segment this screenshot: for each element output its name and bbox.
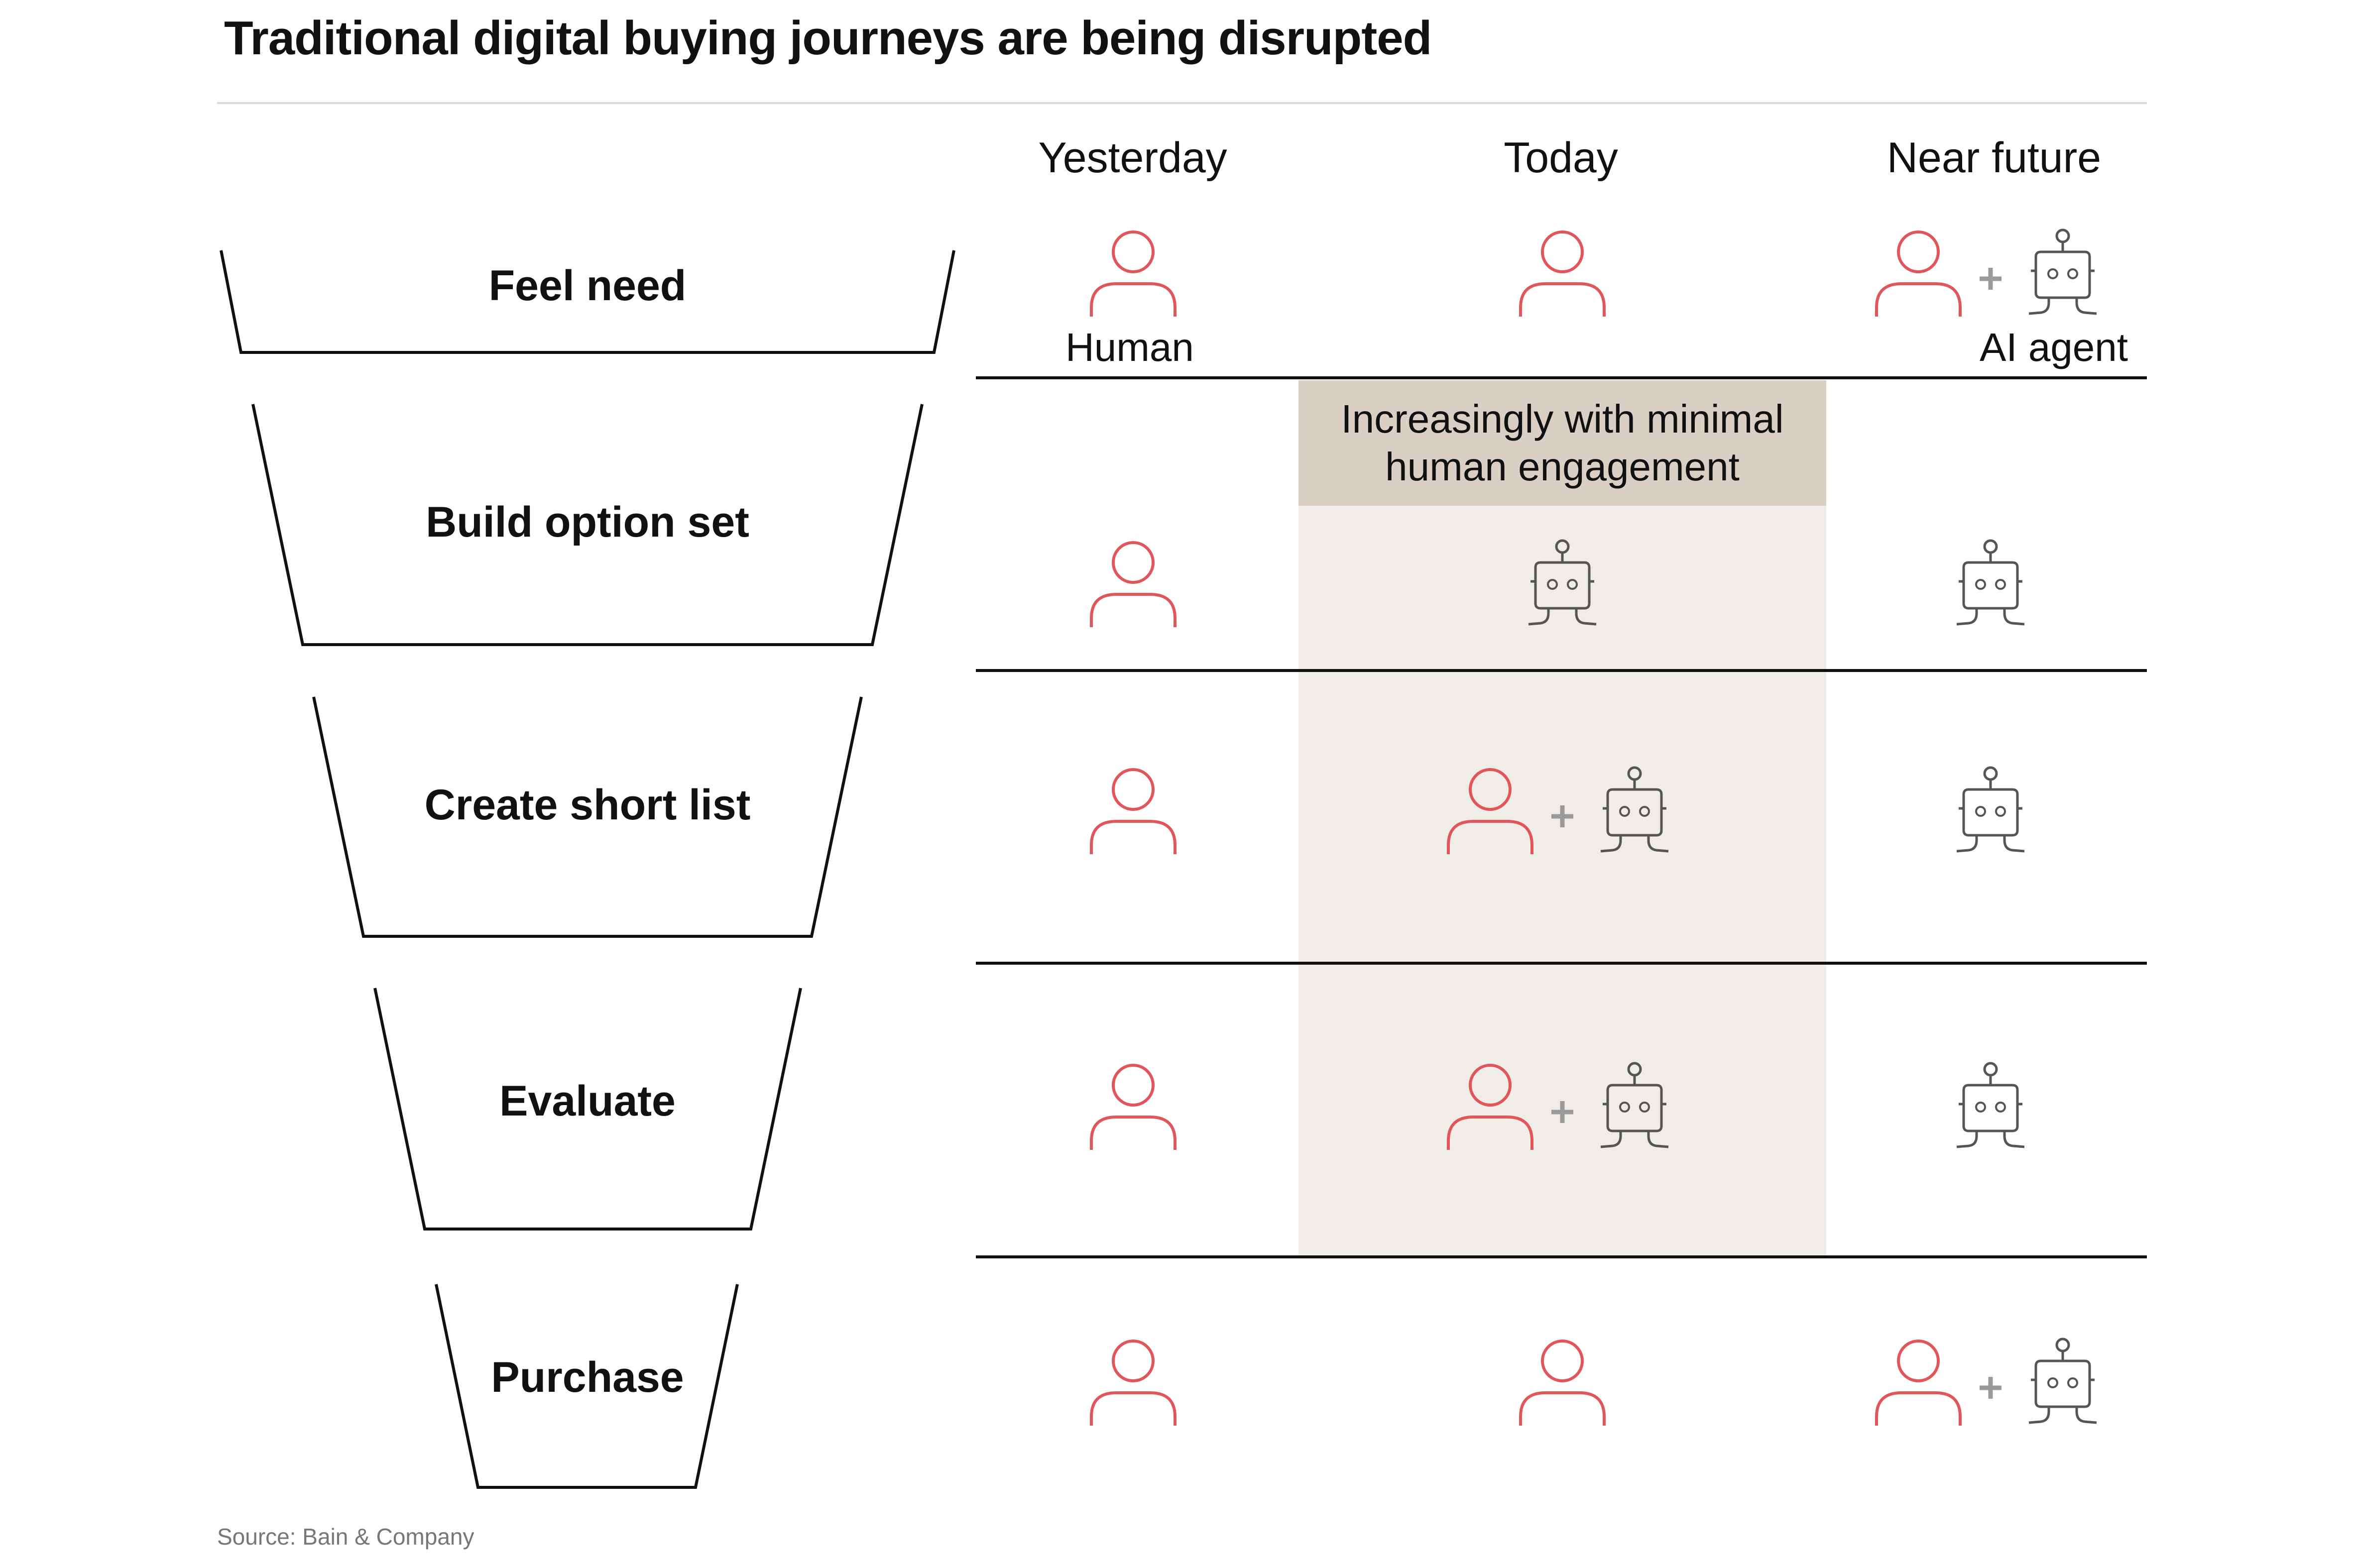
robot-icon bbox=[2024, 228, 2102, 320]
page-title: Traditional digital buying journeys are … bbox=[224, 11, 1432, 65]
person-icon bbox=[1088, 1061, 1178, 1153]
robot-icon bbox=[2024, 1337, 2102, 1429]
funnel-stage-outline bbox=[435, 1284, 739, 1489]
plus-icon bbox=[1547, 1097, 1577, 1129]
source-note: Source: Bain & Company bbox=[217, 1524, 474, 1550]
person-icon bbox=[1445, 766, 1535, 858]
plus-icon bbox=[1976, 264, 2005, 296]
funnel-stage-outline bbox=[373, 988, 802, 1231]
stage-feel-need: Feel need bbox=[488, 262, 687, 310]
robot-icon bbox=[1952, 539, 2029, 631]
person-icon bbox=[1518, 1337, 1607, 1429]
person-icon bbox=[1088, 1337, 1178, 1429]
robot-icon bbox=[1952, 766, 2029, 858]
funnel-stage-outline bbox=[251, 404, 924, 646]
person-icon bbox=[1088, 766, 1178, 858]
funnel-stage-outline bbox=[220, 250, 955, 354]
stage-build-option-set: Build option set bbox=[426, 498, 749, 546]
robot-icon bbox=[1952, 1061, 2029, 1153]
stage-purchase: Purchase bbox=[491, 1353, 684, 1401]
funnel bbox=[220, 250, 955, 1489]
row-divider bbox=[976, 1255, 2147, 1258]
person-icon bbox=[1088, 228, 1178, 320]
row-divider bbox=[976, 962, 2147, 965]
column-header-today: Today bbox=[1504, 134, 1618, 182]
robot-icon bbox=[1596, 766, 1673, 858]
person-icon bbox=[1874, 228, 1963, 320]
person-icon bbox=[1445, 1061, 1535, 1153]
robot-icon bbox=[1524, 539, 1601, 631]
column-header-yesterday: Yesterday bbox=[1038, 134, 1227, 182]
robot-icon bbox=[1596, 1061, 1673, 1153]
plus-icon bbox=[1547, 801, 1577, 834]
legend-human-label: Human bbox=[1065, 325, 1194, 369]
person-icon bbox=[1088, 539, 1178, 631]
plus-icon bbox=[1976, 1373, 2005, 1405]
title-divider bbox=[217, 102, 2147, 104]
row-divider bbox=[976, 669, 2147, 672]
callout-box: Increasingly with minimal human engageme… bbox=[1298, 380, 1826, 506]
column-header-near-future: Near future bbox=[1886, 134, 2102, 182]
legend-ai-agent-label: AI agent bbox=[1980, 325, 2128, 369]
funnel-stage-outline bbox=[312, 696, 863, 938]
callout-text: Increasingly with minimal human engageme… bbox=[1341, 397, 1784, 489]
stage-evaluate: Evaluate bbox=[499, 1077, 676, 1125]
person-icon bbox=[1518, 228, 1607, 320]
person-icon bbox=[1874, 1337, 1963, 1429]
stage-create-short-list: Create short list bbox=[424, 781, 751, 829]
row-divider bbox=[976, 376, 2147, 379]
